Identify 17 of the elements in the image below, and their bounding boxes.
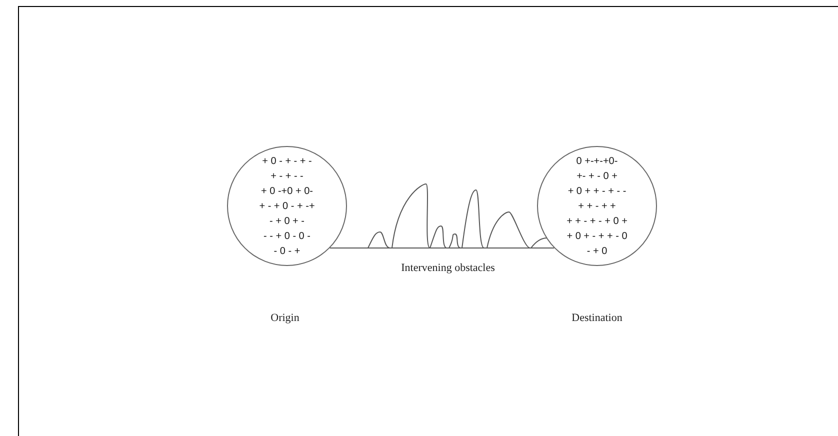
- sign-row-text: + 0 - + - + -: [262, 154, 312, 168]
- sign-row-text: - + 0: [586, 244, 608, 258]
- sign-row-text: + + - + - + 0 +: [566, 214, 628, 228]
- sign-row-text: - - + 0 - 0 -: [264, 230, 310, 244]
- sign-row-text: + + - + +: [578, 200, 616, 214]
- place-label: Destination: [572, 312, 622, 324]
- sign-row-text: 0 +-+-+0-: [576, 154, 618, 168]
- sign-row-text: - + 0 + -: [269, 214, 304, 228]
- caption-label: Intervening obstacles: [401, 262, 495, 274]
- place-label: Origin: [270, 312, 300, 324]
- sign-row-text: - 0 - +: [274, 244, 300, 258]
- sign-row-text: + 0 -+0 + 0-: [261, 184, 313, 198]
- sign-row-text: +- + - 0 +: [576, 170, 618, 184]
- sign-row-text: + 0 + + - + - -: [568, 184, 626, 198]
- sign-row-text: + - + 0 - + -+: [259, 200, 315, 214]
- sign-row-text: + 0 + - + + - 0: [566, 230, 628, 244]
- sign-row-text: + - + - -: [270, 170, 304, 184]
